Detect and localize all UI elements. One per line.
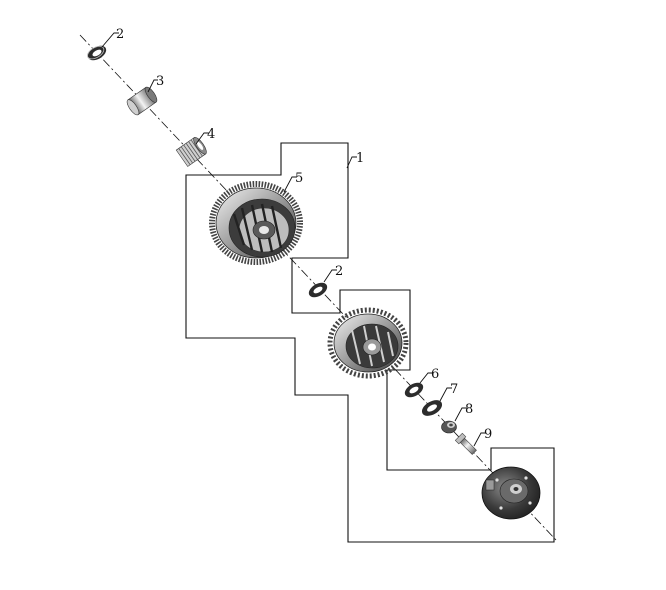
part-clutch-housing-gear (209, 181, 303, 265)
part-nut (441, 420, 457, 434)
callout-5: 5 (295, 171, 303, 186)
leader-lines (101, 32, 486, 447)
part-needle-bearing (175, 136, 207, 167)
callout-4: 4 (207, 127, 215, 142)
part-clutch-hub (327, 307, 409, 379)
assembly-frame-outline (185, 142, 555, 543)
part-washer-middle (308, 282, 328, 298)
callout-8: 8 (465, 402, 473, 417)
callout-6: 6 (431, 367, 439, 382)
part-bushing (126, 86, 158, 116)
part-washer-6 (404, 382, 424, 398)
callout-7: 7 (450, 382, 458, 397)
part-washer-7 (421, 400, 443, 416)
callout-3: 3 (156, 74, 164, 89)
part-washer-top (87, 45, 107, 61)
callout-9: 9 (484, 427, 492, 442)
part-pressure-plate (481, 466, 541, 520)
callout-1: 1 (356, 151, 364, 166)
callout-2-middle: 2 (335, 264, 343, 279)
callout-2-top: 2 (116, 27, 124, 42)
part-bolt (454, 432, 477, 455)
